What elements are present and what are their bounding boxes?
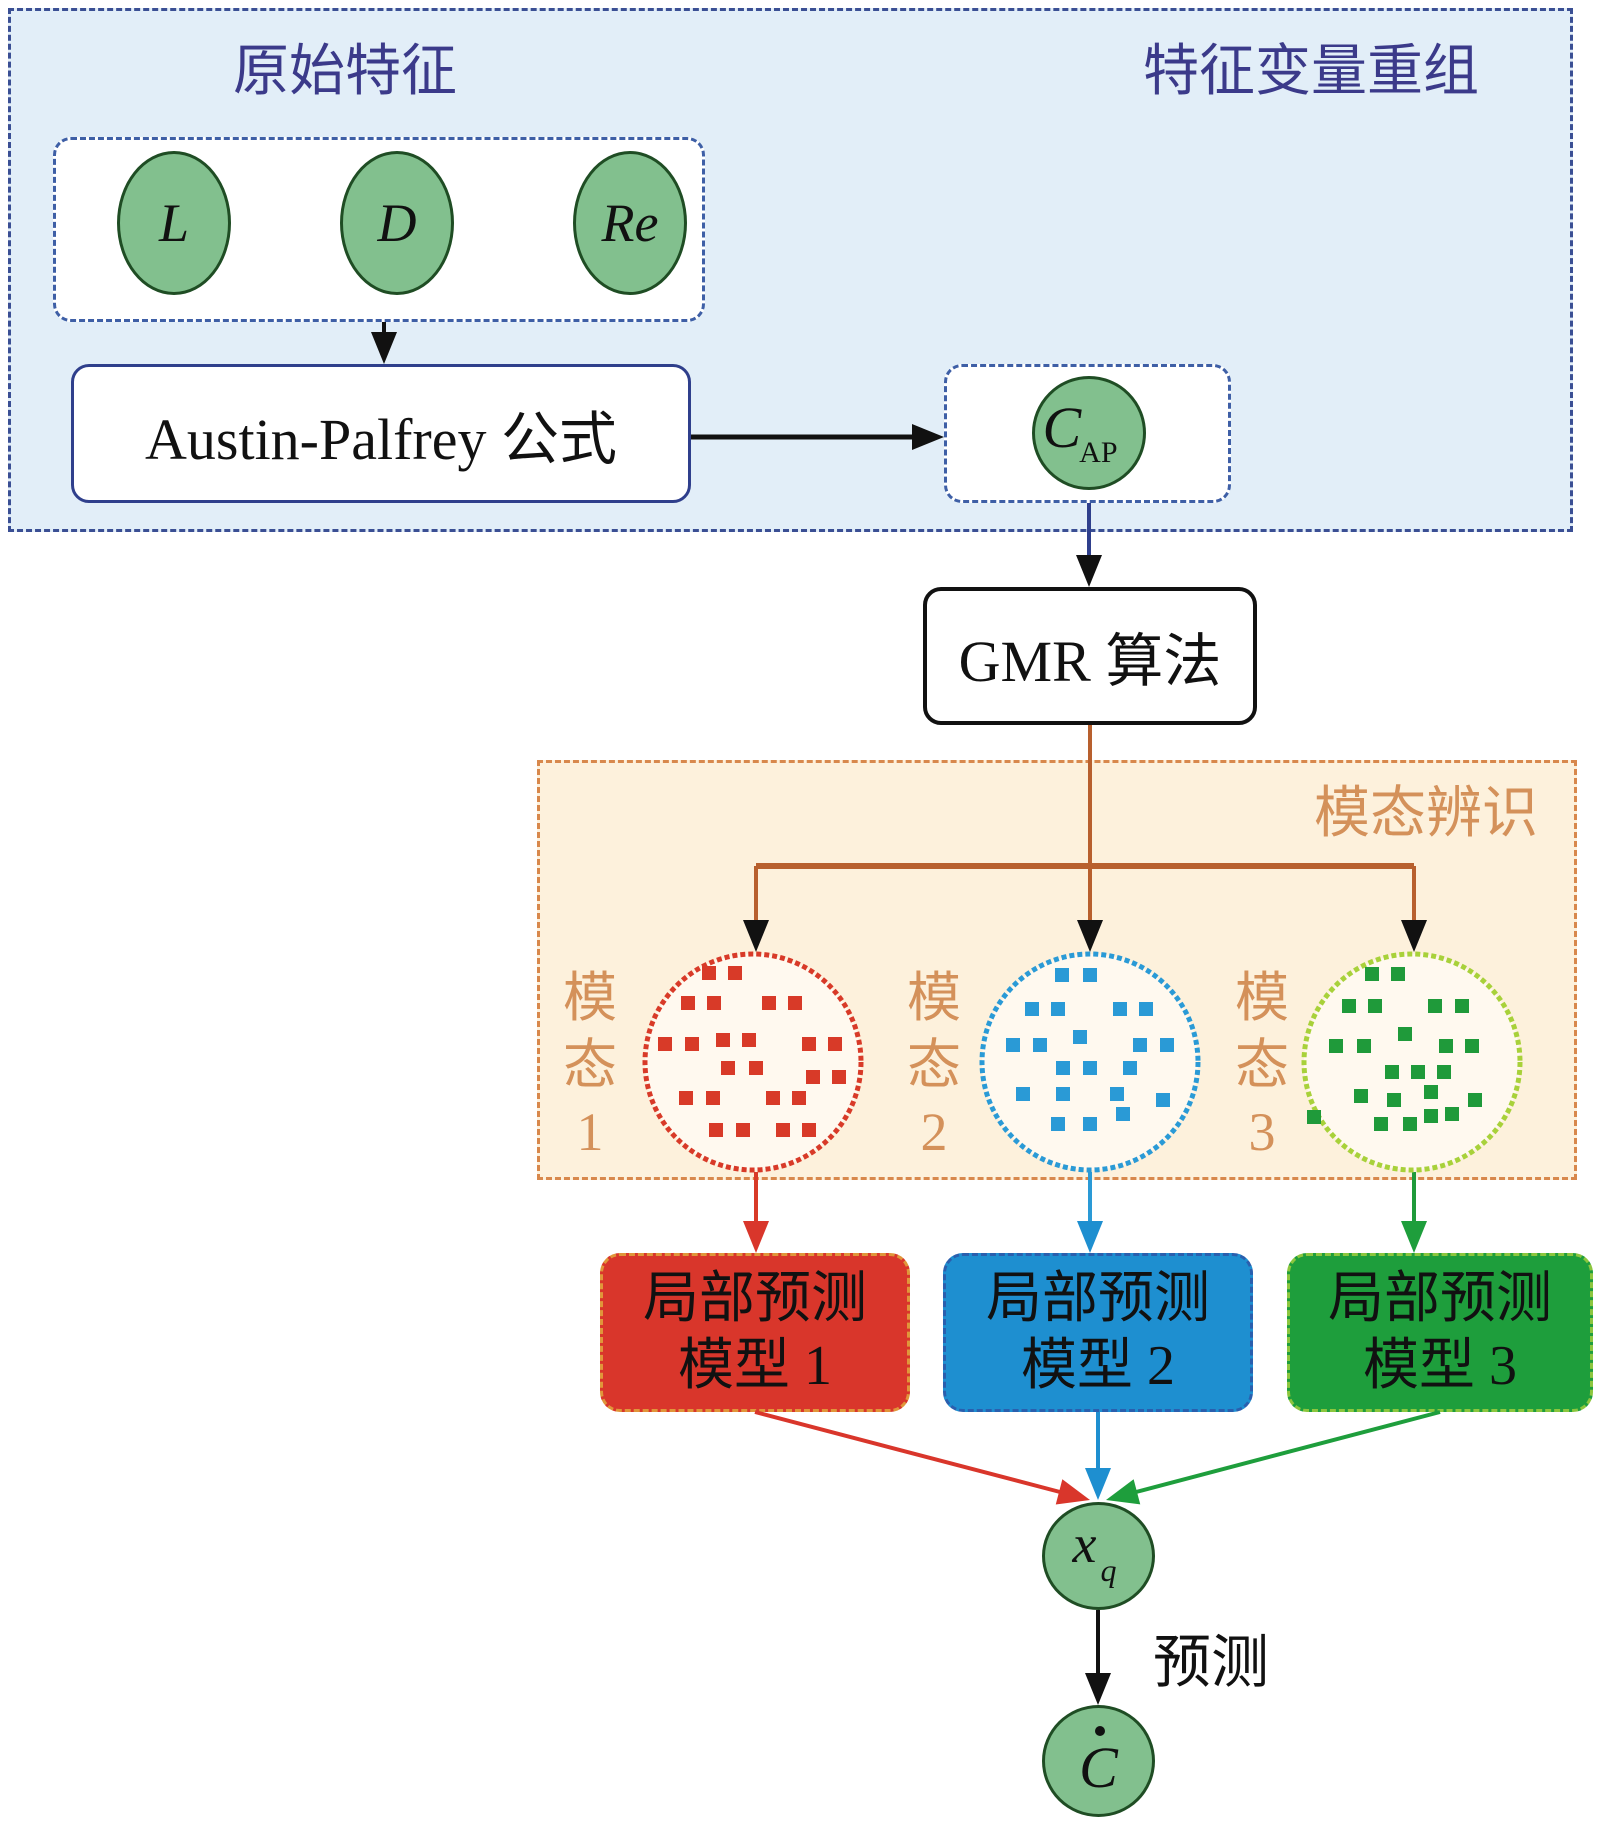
arrow-head-icon [1085,1673,1111,1705]
xq-symbol: x [1072,1514,1097,1574]
dot-accent-icon [1095,1726,1105,1736]
cap-symbol: C [1042,394,1082,460]
mode-label-char: 3 [1248,1101,1276,1162]
mode-label-char: 模 [563,968,617,1028]
mode-label-1: 模 态 1 [560,965,620,1166]
model-line2: 模型 1 [678,1334,832,1397]
formula-label: Austin-Palfrey 公式 [145,406,617,472]
arrow-head-icon [1077,1221,1103,1253]
c-dot-node: C [1042,1705,1155,1817]
mode-label-char: 2 [920,1101,948,1162]
local-model-1: 局部预测 模型 1 [600,1253,910,1412]
xq-subscript: q [1100,1551,1117,1588]
connector-model1-to-xq [754,1410,1061,1494]
gmr-algorithm-box: GMR 算法 [923,587,1257,725]
mode-label-char: 态 [907,1034,961,1095]
arrow-head-icon [1076,555,1102,587]
arrow-head-icon [1401,1221,1427,1253]
prediction-label: 预测 [1153,1630,1270,1695]
mode-label-3: 模 态 3 [1232,965,1292,1166]
model-line1: 局部预测 [1328,1268,1552,1331]
feature-node-re: Re [573,151,687,295]
austin-palfrey-formula-box: Austin-Palfrey 公式 [71,364,691,503]
cap-subscript: AP [1079,436,1118,469]
mode-label-char: 模 [907,968,961,1028]
feature-node-d: D [340,151,454,295]
model-line2: 模型 2 [1021,1334,1175,1397]
mode-label-char: 模 [1235,968,1289,1028]
c-dot-symbol: C [1079,1734,1118,1800]
connector-model3-to-xq [1135,1410,1441,1494]
model-line1: 局部预测 [643,1268,867,1331]
feature-symbol: L [158,193,190,253]
feature-node-l: L [117,151,231,295]
model-line1: 局部预测 [986,1268,1210,1331]
mode-label-char: 态 [1235,1034,1289,1095]
mode-label-char: 1 [576,1101,604,1162]
arrow-head-icon [743,1221,769,1253]
local-model-2: 局部预测 模型 2 [943,1253,1253,1412]
mode-identification-title: 模态辨识 [1314,783,1538,845]
feature-symbol: Re [601,193,659,253]
gmr-label: GMR 算法 [958,629,1222,694]
mode-label-char: 态 [563,1034,617,1095]
feature-recombination-title: 特征变量重组 [1143,41,1479,103]
feature-symbol: D [377,193,417,253]
arrow-head-icon [1085,1468,1111,1500]
mode-label-2: 模 态 2 [904,965,964,1166]
model-line2: 模型 3 [1363,1334,1517,1397]
original-features-title: 原始特征 [233,41,457,103]
local-model-3: 局部预测 模型 3 [1287,1253,1593,1412]
